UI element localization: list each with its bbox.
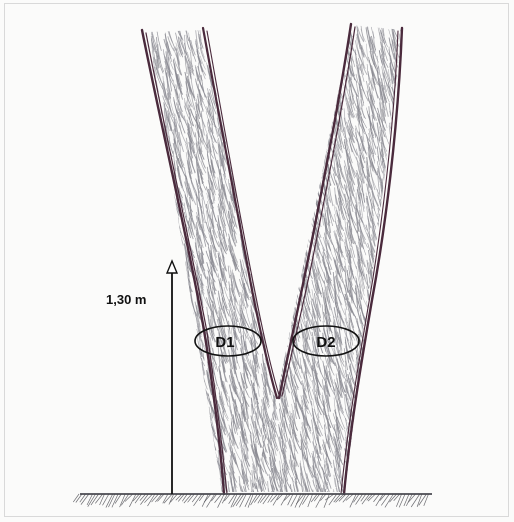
height-arrow: [167, 261, 177, 494]
right-stem-bark-hatching: [245, 20, 414, 522]
d2-label: D2: [316, 334, 335, 351]
d1-label: D1: [215, 334, 234, 351]
height-label: 1,30 m: [106, 292, 146, 307]
ground: [73, 494, 432, 508]
